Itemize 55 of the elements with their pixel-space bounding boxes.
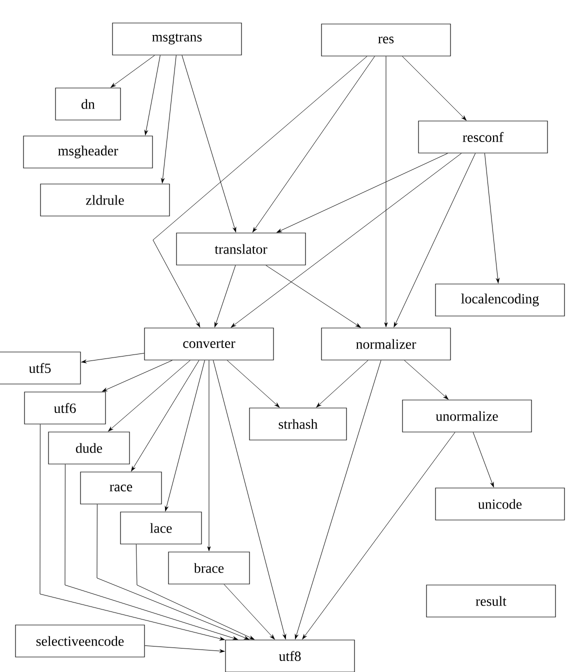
module-box: resconf [418,120,548,154]
module-box: dn [55,88,121,120]
arrow [212,360,286,640]
arrow [472,432,494,488]
module-box: utf8 [225,640,355,672]
module-box: unicode [435,488,565,520]
arrow [402,56,466,120]
arrow [294,360,382,640]
arrow [230,153,462,328]
arrow [224,584,275,640]
arrow [131,360,200,472]
module-box: translator [176,232,306,266]
arrow [214,265,236,328]
module-box: utf5 [0,352,81,384]
arrow [40,424,225,640]
arrow [226,360,280,408]
module-box: brace [168,552,250,584]
arrow [81,352,144,364]
arrow [144,55,160,136]
arrow [266,265,361,328]
arrow [384,56,388,328]
arrow [164,360,205,512]
module-box: result [426,584,556,618]
arrow [302,432,456,640]
arrow [182,55,236,232]
module-box: race [80,472,162,504]
module-box: unormalize [402,400,532,432]
module-box: msgtrans [112,22,242,56]
arrow [108,360,190,432]
arrow [276,153,448,233]
arrow [484,153,500,284]
arrow [152,56,368,328]
arrow [136,544,254,640]
arrow [110,55,155,88]
module-box: strhash [249,408,347,440]
module-box: localencoding [435,284,565,316]
module-box: lace [120,512,202,544]
module-box: selectiveencode [15,624,145,658]
arrow [404,360,448,400]
arrow [64,464,238,640]
arrow [96,504,250,640]
arrow [102,360,173,392]
module-box: utf6 [24,392,106,424]
arrow [144,645,225,653]
module-box: zldrule [40,184,170,216]
arrow [316,360,368,408]
module-box: converter [144,328,274,360]
module-box: msgheader [23,136,153,168]
arrow [161,55,176,184]
module-box: res [321,24,451,56]
module-box: dude [48,432,130,464]
module-box: normalizer [321,328,451,360]
arrow [207,360,211,552]
arrow [252,56,375,232]
arrow [394,153,476,328]
